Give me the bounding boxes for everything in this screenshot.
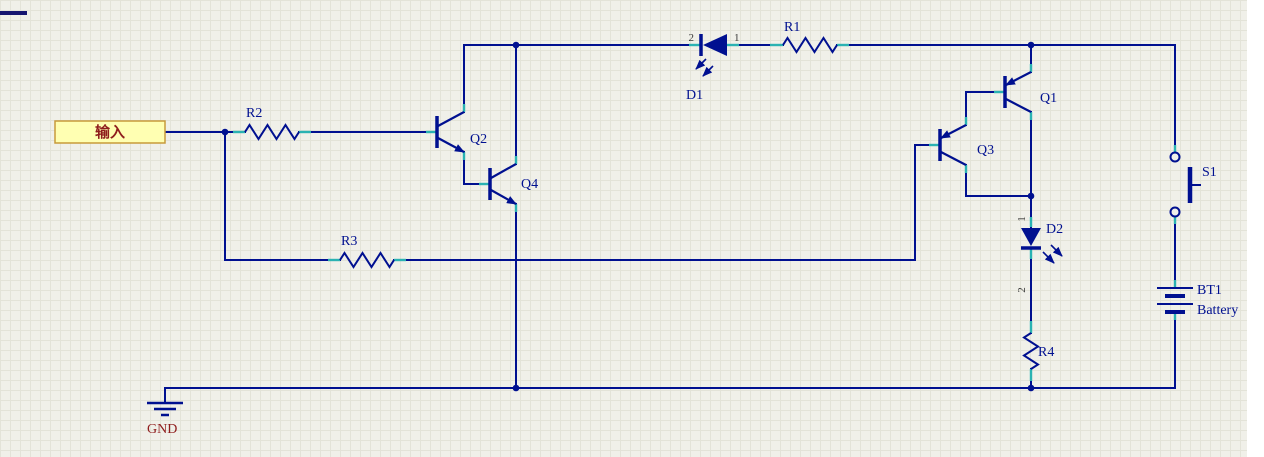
wire-r1-to-s1[interactable] <box>836 44 1176 154</box>
q4-emitter-leg <box>490 189 517 205</box>
input-port-box[interactable] <box>54 120 166 144</box>
led-d2[interactable]: 1 2 D2 <box>1016 216 1063 293</box>
r4-designator: R4 <box>1038 345 1054 360</box>
input-port-label: 输入 <box>95 123 125 141</box>
r2-designator: R2 <box>246 106 262 121</box>
junction-dot <box>1027 192 1035 200</box>
gnd-label: GND <box>147 422 177 437</box>
transistor-q2[interactable]: Q2 <box>435 111 487 153</box>
q1-collector-leg <box>1005 98 1032 113</box>
d2-designator: D2 <box>1046 222 1063 237</box>
resistor-zigzag <box>1022 332 1040 370</box>
wire-q2-collector-to-d1[interactable] <box>463 44 702 113</box>
battery-bt1[interactable]: BT1 Battery <box>1157 283 1238 318</box>
pin-stubs <box>233 43 1177 381</box>
d1-designator: D1 <box>686 88 703 103</box>
q2-emitter-leg <box>437 137 465 153</box>
wire-q3-emitter-to-q1-base[interactable] <box>965 91 1006 126</box>
wires <box>164 44 1176 404</box>
r1-designator: R1 <box>784 20 800 35</box>
d1-triangle <box>703 34 727 56</box>
wire-q3-collector-to-d2-node[interactable] <box>965 164 1032 197</box>
bt1-comment: Battery <box>1197 303 1238 318</box>
resistor-zigzag <box>339 251 395 269</box>
resistor-r2[interactable]: R2 <box>244 106 300 141</box>
wire-input-branch-to-r3[interactable] <box>224 131 341 261</box>
resistor-zigzag <box>244 123 300 141</box>
transistor-q4[interactable]: Q4 <box>488 163 538 205</box>
junction-dots <box>221 41 1035 392</box>
resistor-zigzag <box>782 36 838 54</box>
junction-dot <box>512 384 520 392</box>
s1-contact-top <box>1169 151 1181 163</box>
d2-triangle <box>1021 228 1041 246</box>
transistor-q1[interactable]: Q1 <box>1003 71 1057 113</box>
resistor-r4[interactable]: R4 <box>1022 332 1054 370</box>
transistor-q3[interactable]: Q3 <box>938 124 994 166</box>
wire-q2-emitter-to-q4-base[interactable] <box>463 151 491 185</box>
q4-collector-leg <box>490 163 517 179</box>
wire-r3-to-q3-base[interactable] <box>393 144 941 261</box>
q3-collector-leg <box>940 151 967 166</box>
q3-designator: Q3 <box>977 143 994 158</box>
bt1-designator: BT1 <box>1197 283 1222 298</box>
junction-dot <box>1027 384 1035 392</box>
r3-designator: R3 <box>341 234 357 249</box>
d1-emission-arrow <box>702 65 714 77</box>
junction-dot <box>1027 41 1035 49</box>
q1-emitter-leg <box>1005 71 1032 86</box>
input-port[interactable]: 输入 <box>54 120 166 144</box>
switch-s1[interactable]: S1 <box>1169 151 1217 218</box>
q4-designator: Q4 <box>521 177 538 192</box>
d1-pin-number-right: 1 <box>734 32 740 44</box>
d2-emission-arrow <box>1050 244 1063 257</box>
q1-designator: Q1 <box>1040 91 1057 106</box>
junction-dot <box>512 41 520 49</box>
q2-designator: Q2 <box>470 132 487 147</box>
ground-symbol[interactable]: GND <box>147 401 183 437</box>
junction-dot <box>221 128 229 136</box>
d2-pin-number-top: 1 <box>1016 216 1028 222</box>
q3-emitter-leg <box>940 124 967 139</box>
d1-pin-number-left: 2 <box>689 32 695 44</box>
resistor-r3[interactable]: R3 <box>339 234 395 269</box>
s1-contact-bottom <box>1169 206 1181 218</box>
wire-battery-to-ground-rail[interactable] <box>164 311 1176 389</box>
resistor-r1[interactable]: R1 <box>782 20 838 54</box>
viewport-right-margin <box>1247 0 1264 457</box>
led-d1[interactable]: 2 1 D1 <box>686 32 740 103</box>
s1-designator: S1 <box>1202 165 1217 180</box>
q2-collector-leg <box>437 111 465 127</box>
d2-emission-arrow <box>1042 251 1055 264</box>
d1-emission-arrow <box>695 58 707 70</box>
d2-pin-number-bottom: 2 <box>1016 287 1028 293</box>
